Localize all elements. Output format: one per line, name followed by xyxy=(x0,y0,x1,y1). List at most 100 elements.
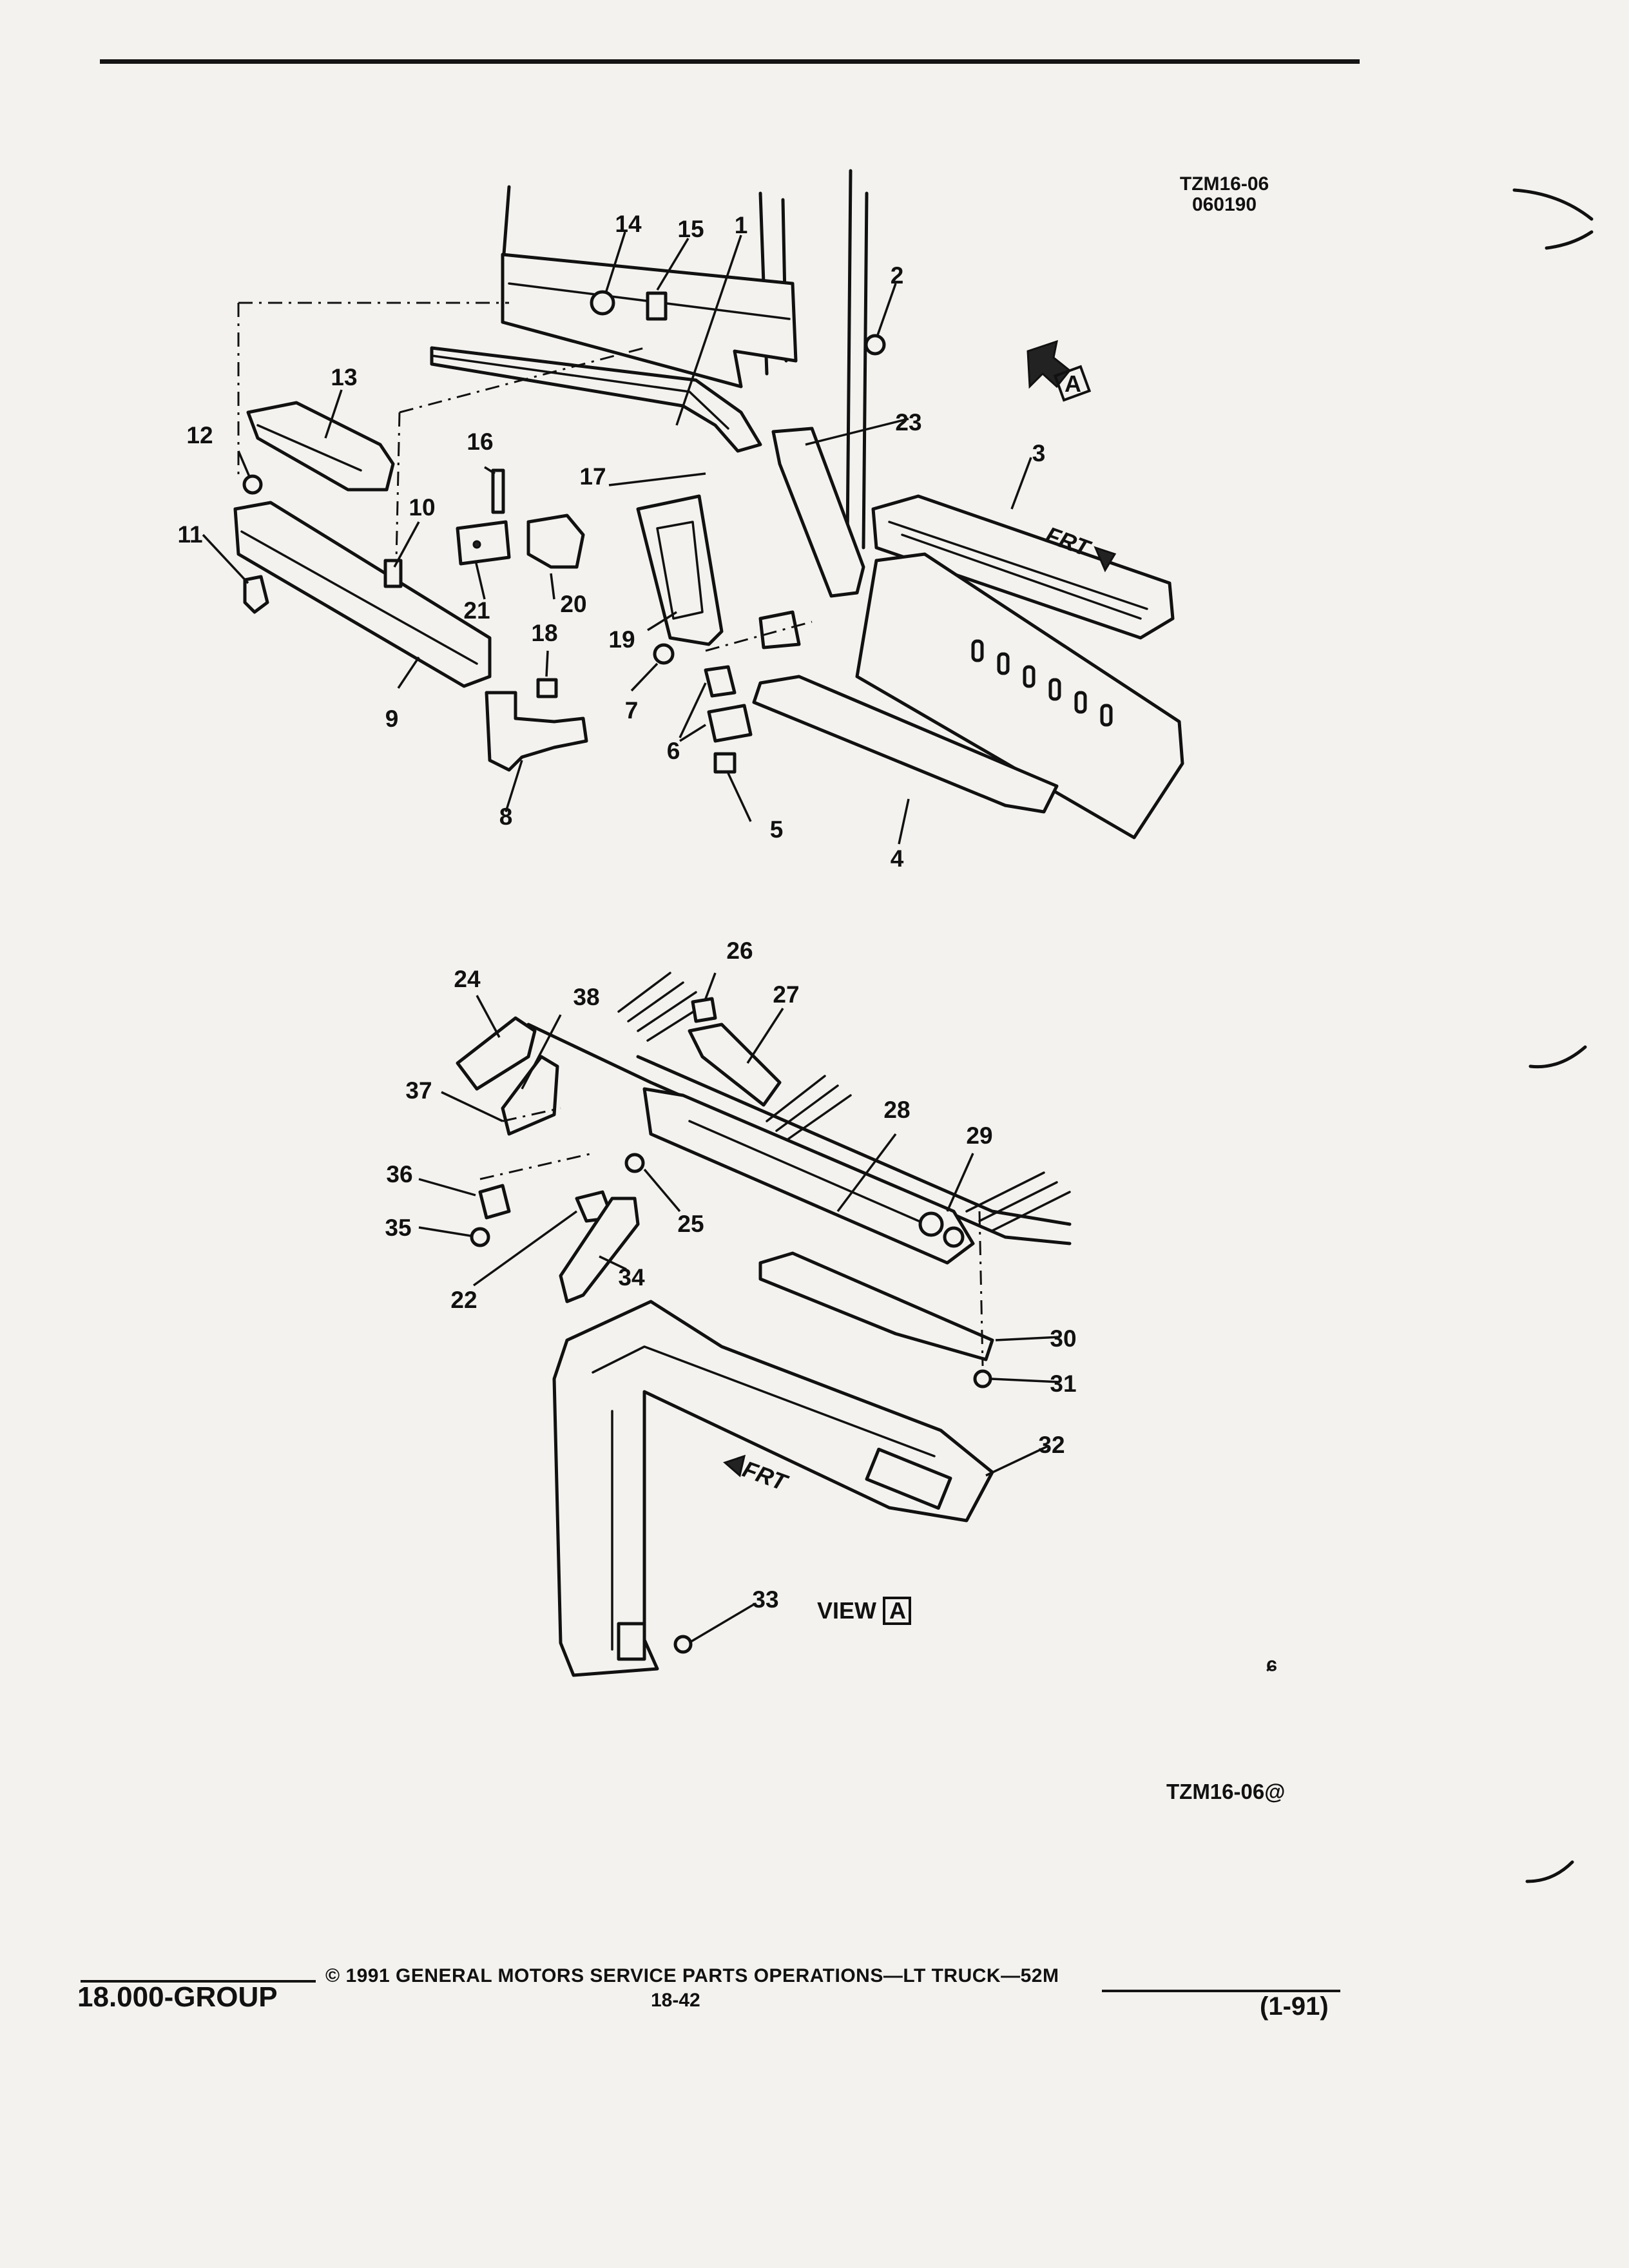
strap-34 xyxy=(559,1196,640,1303)
trim-32-tab xyxy=(865,1447,952,1510)
bottom-callout-25: 25 xyxy=(677,1211,704,1237)
figure-reference: TZM16-06 060190 xyxy=(1166,174,1282,215)
sill-bar-9-edge xyxy=(240,530,478,665)
view-marker-letter: A xyxy=(1065,370,1081,397)
top-callout-6: 6 xyxy=(667,738,680,764)
view-label: VIEW xyxy=(817,1597,876,1624)
rail-30 xyxy=(758,1251,994,1361)
top-callout-4: 4 xyxy=(891,845,904,872)
top-callout-14: 14 xyxy=(615,211,642,237)
bolt-5 xyxy=(713,752,737,774)
routing-line xyxy=(978,1211,984,1367)
figure-reference-bottom: TZM16-06@ xyxy=(1166,1780,1286,1803)
top-callout-3: 3 xyxy=(1032,440,1046,466)
roof-rail-inner xyxy=(636,1055,1072,1226)
front-arrow-icon xyxy=(723,1454,746,1477)
figure-ref-code: TZM16-06 xyxy=(1179,173,1269,195)
corner-symbol: ᶝ xyxy=(1266,1653,1277,1684)
bracket-27 xyxy=(688,1023,782,1107)
bottom-callout-33: 33 xyxy=(752,1586,778,1613)
footer-page-number: 18-42 xyxy=(651,1990,700,2011)
bottom-callout-37: 37 xyxy=(405,1077,432,1104)
screw-33 xyxy=(673,1635,693,1654)
top-callout-10: 10 xyxy=(409,494,435,521)
clip-29b xyxy=(943,1226,965,1248)
screw-31 xyxy=(973,1369,992,1389)
front-direction-label-bottom: FRT xyxy=(739,1456,792,1496)
top-callout-15: 15 xyxy=(677,216,704,242)
top-callout-8: 8 xyxy=(499,803,513,830)
scan-edge-mark xyxy=(1545,230,1594,250)
figure-ref-date: 060190 xyxy=(1191,194,1257,215)
top-callout-17: 17 xyxy=(579,463,606,490)
bottom-callout-35: 35 xyxy=(385,1215,411,1241)
striker-6 xyxy=(704,665,737,698)
plug-11 xyxy=(243,575,269,614)
pin-16 xyxy=(491,468,505,514)
bottom-callout-29: 29 xyxy=(966,1122,992,1149)
pillar-bracket-23 xyxy=(771,427,865,598)
striker-6b xyxy=(707,704,753,743)
top-callout-21: 21 xyxy=(463,597,490,624)
bottom-callout-30: 30 xyxy=(1050,1325,1076,1352)
bottom-callout-27: 27 xyxy=(773,981,799,1008)
scan-edge-mark xyxy=(1512,188,1594,221)
bracket-24 xyxy=(456,1016,537,1091)
screw-25 xyxy=(624,1153,645,1173)
footer-revision: (1-91) xyxy=(1260,1992,1329,2021)
view-label-letter: A xyxy=(889,1597,906,1624)
fastener-10 xyxy=(383,559,403,588)
trim-28-edge xyxy=(688,1120,942,1232)
trim-32-edge xyxy=(592,1345,936,1457)
bracket-13 xyxy=(246,401,395,492)
leader-lines xyxy=(202,231,1061,1643)
top-callout-23: 23 xyxy=(895,409,921,436)
kick-panel-19 xyxy=(636,494,724,646)
view-marker-box xyxy=(1053,365,1092,402)
front-arrow-icon xyxy=(1094,546,1117,573)
view-arrow-icon xyxy=(1027,340,1072,389)
fastener-12 xyxy=(242,474,263,495)
routing-line xyxy=(502,1107,561,1122)
sill-plate-3-edge xyxy=(901,533,1142,620)
hinge-hole xyxy=(472,540,481,549)
bottom-callout-28: 28 xyxy=(883,1097,910,1123)
scan-edge-mark xyxy=(1528,1045,1587,1069)
routing-line xyxy=(395,412,401,561)
pillar-line xyxy=(862,191,869,550)
top-callout-7: 7 xyxy=(625,697,639,724)
trim-panel-32 xyxy=(552,1300,994,1677)
grommet-14 xyxy=(590,290,615,316)
rocker-panel xyxy=(855,552,1184,840)
trim-32-slot xyxy=(617,1622,646,1661)
bottom-callout-22: 22 xyxy=(450,1287,477,1313)
top-callout-12: 12 xyxy=(186,422,213,448)
bolt-18 xyxy=(536,678,558,698)
footer-copyright: © 1991 GENERAL MOTORS SERVICE PARTS OPER… xyxy=(325,1965,1059,1986)
top-callout-18: 18 xyxy=(531,620,557,646)
top-callout-1: 1 xyxy=(735,212,748,238)
bottom-callout-36: 36 xyxy=(386,1161,412,1187)
top-callout-16: 16 xyxy=(467,428,493,455)
bottom-callout-34: 34 xyxy=(618,1264,645,1291)
rocker-slots xyxy=(971,639,1113,727)
bolt-15 xyxy=(646,291,668,321)
grille-19 xyxy=(656,521,704,620)
header-rule xyxy=(100,59,1360,64)
hinge-strap-8 xyxy=(485,691,588,772)
bottom-callout-31: 31 xyxy=(1050,1370,1076,1397)
bracket-13-edge xyxy=(256,424,362,472)
top-callout-20: 20 xyxy=(560,591,586,617)
routing-line xyxy=(705,620,813,652)
weatherstrip-4 xyxy=(752,675,1059,814)
screw-7 xyxy=(653,643,675,665)
clip-29 xyxy=(918,1211,944,1237)
weatherstrip-1-edge xyxy=(430,354,729,430)
bottom-callout-32: 32 xyxy=(1038,1432,1065,1458)
hinge-21 xyxy=(456,520,511,566)
clip-26 xyxy=(691,997,717,1023)
view-label-box xyxy=(883,1597,911,1625)
hinge-20 xyxy=(526,514,585,569)
